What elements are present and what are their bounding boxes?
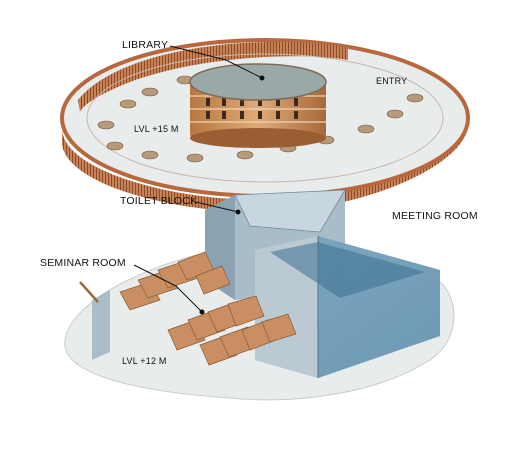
meeting-room-label: MEETING ROOM — [392, 210, 478, 222]
seminar-seating — [119, 251, 297, 366]
upper-level-label: LVL +15 M — [134, 124, 179, 134]
seminar-room-label: SEMINAR ROOM — [40, 257, 126, 269]
toilet-block-label: TOILET BLOCK — [120, 195, 198, 207]
entry-label: ENTRY — [376, 76, 408, 86]
leader-lines — [133, 45, 265, 315]
lower-level-label: LVL +12 M — [122, 356, 167, 366]
upper-level — [60, 38, 470, 212]
upper-back-wall — [78, 41, 348, 112]
library-label: LIBRARY — [122, 39, 169, 51]
library-roof — [189, 63, 327, 101]
meeting-room — [255, 236, 440, 378]
reading-tables — [97, 75, 424, 163]
library-core — [189, 63, 327, 148]
lower-level — [64, 189, 455, 401]
seminar-glass-wall — [92, 290, 110, 360]
seminar-lectern — [79, 281, 99, 303]
